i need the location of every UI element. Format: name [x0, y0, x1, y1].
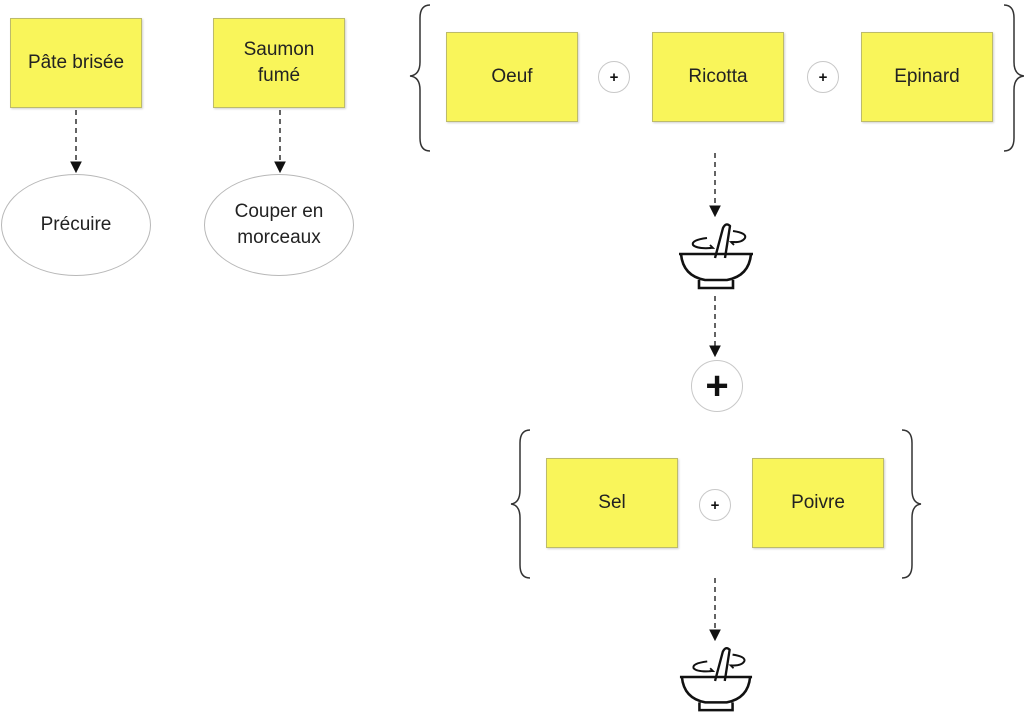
ingredient-box-saumon-fume: Saumon fumé: [213, 18, 345, 108]
ingredient-box-epinard: Epinard: [861, 32, 993, 122]
right-brace-group-2: [901, 429, 922, 579]
ingredient-box-poivre: Poivre: [752, 458, 884, 548]
step-label: Précuire: [40, 214, 112, 236]
mortar-pestle-icon: [679, 647, 753, 712]
plus-icon: +: [699, 489, 731, 521]
ingredient-box-oeuf: Oeuf: [446, 32, 578, 122]
plus-icon-large: +: [691, 360, 743, 412]
step-oval-precuire: Précuire: [1, 174, 151, 276]
left-brace-group-2: [510, 429, 531, 579]
ingredient-label: Saumon fumé: [243, 39, 315, 86]
ingredient-box-pate-brisee: Pâte brisée: [10, 18, 142, 108]
ingredient-label: Epinard: [894, 66, 960, 88]
ingredient-label: Oeuf: [491, 66, 533, 88]
step-label: Couper en morceaux: [234, 201, 324, 248]
ingredient-box-ricotta: Ricotta: [652, 32, 784, 122]
plus-icon: +: [598, 61, 630, 93]
plus-icon: +: [807, 61, 839, 93]
left-brace-group-1: [409, 4, 431, 152]
ingredient-label: Poivre: [791, 492, 845, 514]
ingredient-label: Ricotta: [688, 66, 748, 88]
step-oval-couper: Couper en morceaux: [204, 174, 354, 276]
ingredient-label: Sel: [598, 492, 626, 514]
mortar-pestle-icon: [679, 223, 753, 290]
ingredient-box-sel: Sel: [546, 458, 678, 548]
right-brace-group-1: [1003, 4, 1024, 152]
ingredient-label: Pâte brisée: [27, 52, 125, 74]
